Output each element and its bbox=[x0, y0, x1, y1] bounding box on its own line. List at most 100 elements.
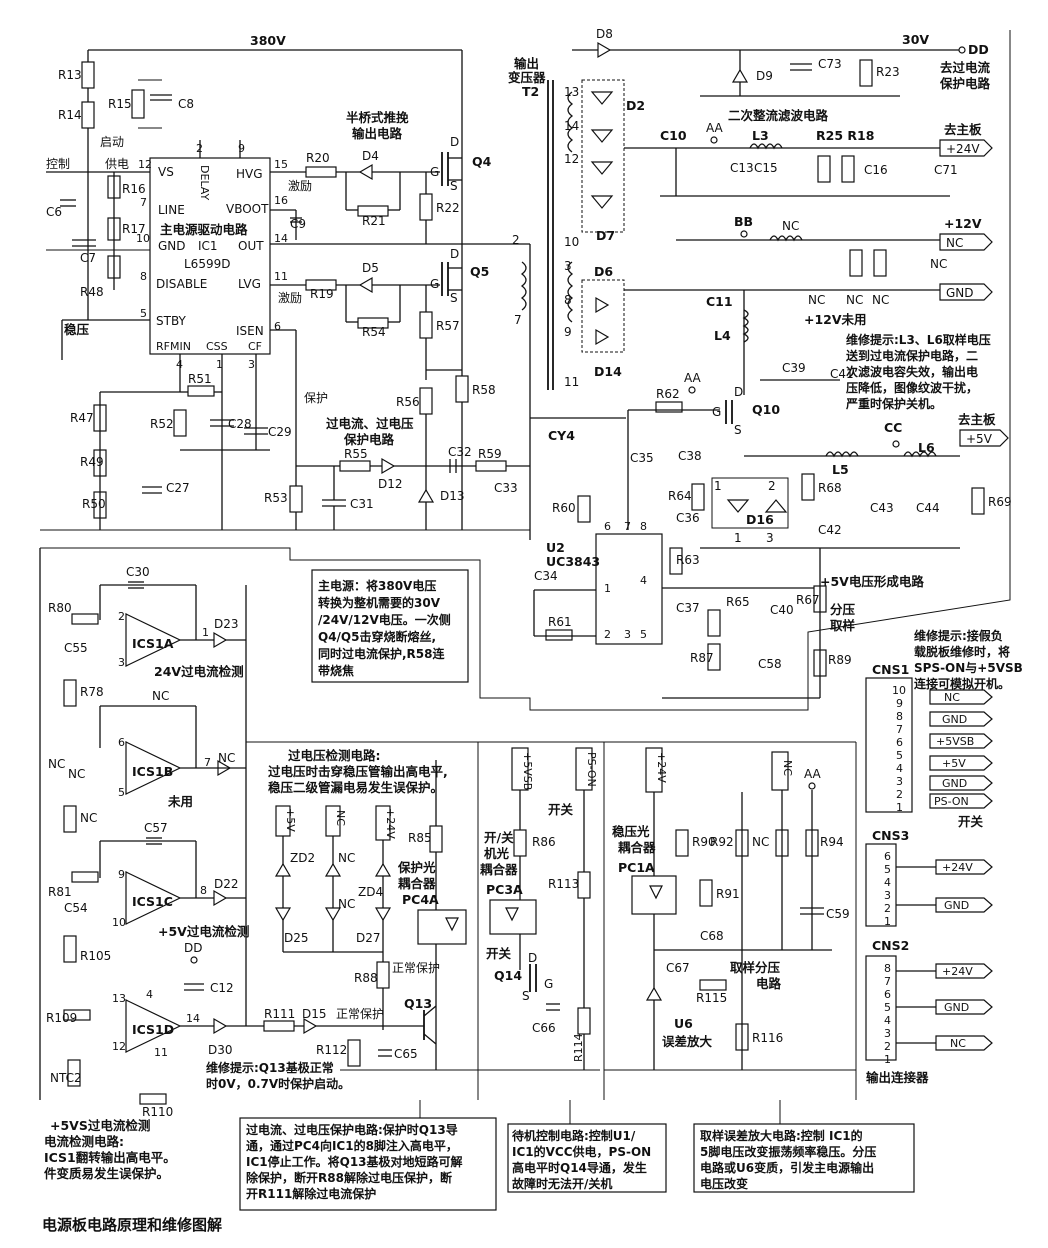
diode-D9 bbox=[731, 68, 749, 83]
zener-ZD2 bbox=[274, 862, 292, 877]
svg-text:正常: 正常 bbox=[336, 1007, 360, 1021]
svg-text:4: 4 bbox=[146, 988, 153, 1001]
svg-text:输出电路: 输出电路 bbox=[352, 126, 403, 141]
svg-text:NC: NC bbox=[944, 691, 960, 704]
svg-text:连接可模拟开机。: 连接可模拟开机。 bbox=[914, 676, 1010, 691]
svg-text:5: 5 bbox=[884, 1001, 891, 1014]
svg-text:8: 8 bbox=[884, 962, 891, 975]
svg-text:R23: R23 bbox=[876, 65, 900, 79]
regulator-U6 bbox=[645, 986, 663, 1001]
svg-text:7: 7 bbox=[514, 313, 522, 327]
svg-text:主电源驱动电路: 主电源驱动电路 bbox=[160, 222, 248, 237]
svg-text:IC1的VCC供电，PS-ON: IC1的VCC供电，PS-ON bbox=[512, 1144, 651, 1159]
diode-D23 bbox=[213, 631, 228, 649]
svg-text:Q13: Q13 bbox=[404, 996, 432, 1011]
svg-text:D14: D14 bbox=[594, 364, 622, 379]
svg-text:11: 11 bbox=[564, 375, 579, 389]
svg-text:6: 6 bbox=[604, 520, 611, 533]
svg-text:4: 4 bbox=[640, 574, 647, 587]
svg-text:C35: C35 bbox=[630, 451, 654, 465]
svg-text:+5VSB: +5VSB bbox=[936, 735, 974, 748]
svg-text:C65: C65 bbox=[394, 1047, 418, 1061]
svg-text:C28: C28 bbox=[228, 417, 252, 431]
comparator-section: ICS1A 2 3 1 C30 R80 C55 R78 D23 24V过电流检测… bbox=[39, 548, 260, 1181]
svg-text:S: S bbox=[450, 179, 458, 193]
svg-text:G: G bbox=[712, 405, 721, 419]
svg-text:保护: 保护 bbox=[416, 961, 440, 975]
svg-text:R112: R112 bbox=[316, 1043, 347, 1057]
svg-text:SPS-ON与+5VSB: SPS-ON与+5VSB bbox=[914, 661, 1023, 675]
svg-text:D12: D12 bbox=[378, 477, 403, 491]
svg-text:3: 3 bbox=[564, 259, 572, 273]
svg-text:开关: 开关 bbox=[548, 802, 574, 817]
svg-text:C10: C10 bbox=[660, 128, 687, 143]
resistor-R91 bbox=[699, 879, 713, 907]
svg-text:U2: U2 bbox=[546, 540, 565, 555]
svg-text:开/关: 开/关 bbox=[484, 830, 514, 845]
svg-text:正常: 正常 bbox=[392, 961, 416, 975]
resistor-R15 bbox=[131, 89, 145, 119]
resistor-R90 bbox=[675, 829, 689, 857]
resistor-R88 bbox=[376, 961, 390, 989]
svg-text:+5V: +5V bbox=[966, 432, 993, 446]
svg-text:R68: R68 bbox=[818, 481, 842, 495]
svg-text:1: 1 bbox=[734, 531, 742, 545]
svg-text:R88: R88 bbox=[354, 971, 378, 985]
svg-text:6: 6 bbox=[274, 320, 281, 333]
svg-text:2: 2 bbox=[604, 628, 611, 641]
resistor-R63 bbox=[669, 547, 683, 575]
svg-text:GND: GND bbox=[942, 713, 967, 726]
ics1a bbox=[125, 613, 182, 667]
svg-text:9: 9 bbox=[564, 325, 572, 339]
svg-text:+12V: +12V bbox=[944, 216, 982, 231]
svg-text:NC: NC bbox=[808, 293, 825, 307]
svg-text:去主板: 去主板 bbox=[944, 122, 982, 137]
svg-text:R105: R105 bbox=[80, 949, 111, 963]
svg-text:G: G bbox=[544, 977, 553, 991]
svg-text:C43: C43 bbox=[870, 501, 894, 515]
svg-text:稳压光: 稳压光 bbox=[612, 824, 650, 839]
svg-text:除保护，断开R88解除过电压保护，断: 除保护，断开R88解除过电压保护，断 bbox=[246, 1170, 452, 1185]
svg-text:Q4/Q5击穿烧断熔丝,: Q4/Q5击穿烧断熔丝, bbox=[318, 629, 436, 644]
svg-text:4: 4 bbox=[884, 1014, 891, 1027]
svg-text:D27: D27 bbox=[356, 931, 381, 945]
svg-text:故障时无法开/关机: 故障时无法开/关机 bbox=[512, 1176, 612, 1191]
svg-text:保护电路: 保护电路 bbox=[939, 76, 991, 91]
svg-text:2: 2 bbox=[118, 610, 125, 623]
svg-text:7: 7 bbox=[884, 975, 891, 988]
svg-text:DISABLE: DISABLE bbox=[156, 277, 207, 291]
svg-text:变压器: 变压器 bbox=[508, 70, 546, 85]
svg-text:R63: R63 bbox=[676, 553, 700, 567]
svg-text:过电流、过电压保护电路:保护时Q13导: 过电流、过电压保护电路:保护时Q13导 bbox=[246, 1122, 458, 1137]
svg-text:严重时保护关机。: 严重时保护关机。 bbox=[845, 396, 942, 411]
svg-text:IC1: IC1 bbox=[198, 239, 218, 253]
svg-text:+12V未用: +12V未用 bbox=[804, 312, 867, 327]
svg-text:ICS1翻转输出高电平。: ICS1翻转输出高电平。 bbox=[44, 1150, 176, 1165]
svg-text:维修提示:L3、L6取样电压: 维修提示:L3、L6取样电压 bbox=[846, 332, 991, 347]
svg-text:ZD2: ZD2 bbox=[290, 851, 315, 865]
svg-text:D13: D13 bbox=[440, 489, 465, 503]
svg-text:D8: D8 bbox=[596, 27, 613, 41]
svg-text:激励: 激励 bbox=[278, 291, 302, 305]
svg-text:1: 1 bbox=[884, 915, 891, 928]
svg-text:C8: C8 bbox=[178, 97, 194, 111]
svg-text:10: 10 bbox=[136, 232, 150, 245]
svg-text:CNS2: CNS2 bbox=[872, 938, 909, 953]
svg-text:5脚电压改变振荡频率稳压。分压: 5脚电压改变振荡频率稳压。分压 bbox=[700, 1144, 876, 1159]
svg-text:R20: R20 bbox=[306, 151, 330, 165]
svg-text:BB: BB bbox=[734, 214, 753, 229]
svg-text:+24V: +24V bbox=[946, 142, 980, 156]
svg-text:S: S bbox=[522, 989, 530, 1003]
note-sps-on: 维修提示:接假负 载脱板维修时，将 SPS-ON与+5VSB 连接可模拟开机。 bbox=[914, 628, 1023, 691]
svg-text:R78: R78 bbox=[80, 685, 104, 699]
svg-text:C16: C16 bbox=[864, 163, 888, 177]
mosfet-Q14: D G S Q14 bbox=[494, 951, 553, 1003]
svg-text:CF: CF bbox=[248, 340, 262, 353]
svg-text:C12: C12 bbox=[210, 981, 234, 995]
svg-text:R115: R115 bbox=[696, 991, 727, 1005]
svg-text:GND: GND bbox=[942, 777, 967, 790]
svg-text:R90: R90 bbox=[692, 835, 716, 849]
svg-text:激励: 激励 bbox=[288, 179, 312, 193]
svg-text:PS-ON: PS-ON bbox=[585, 752, 598, 787]
svg-text:NC: NC bbox=[846, 293, 863, 307]
